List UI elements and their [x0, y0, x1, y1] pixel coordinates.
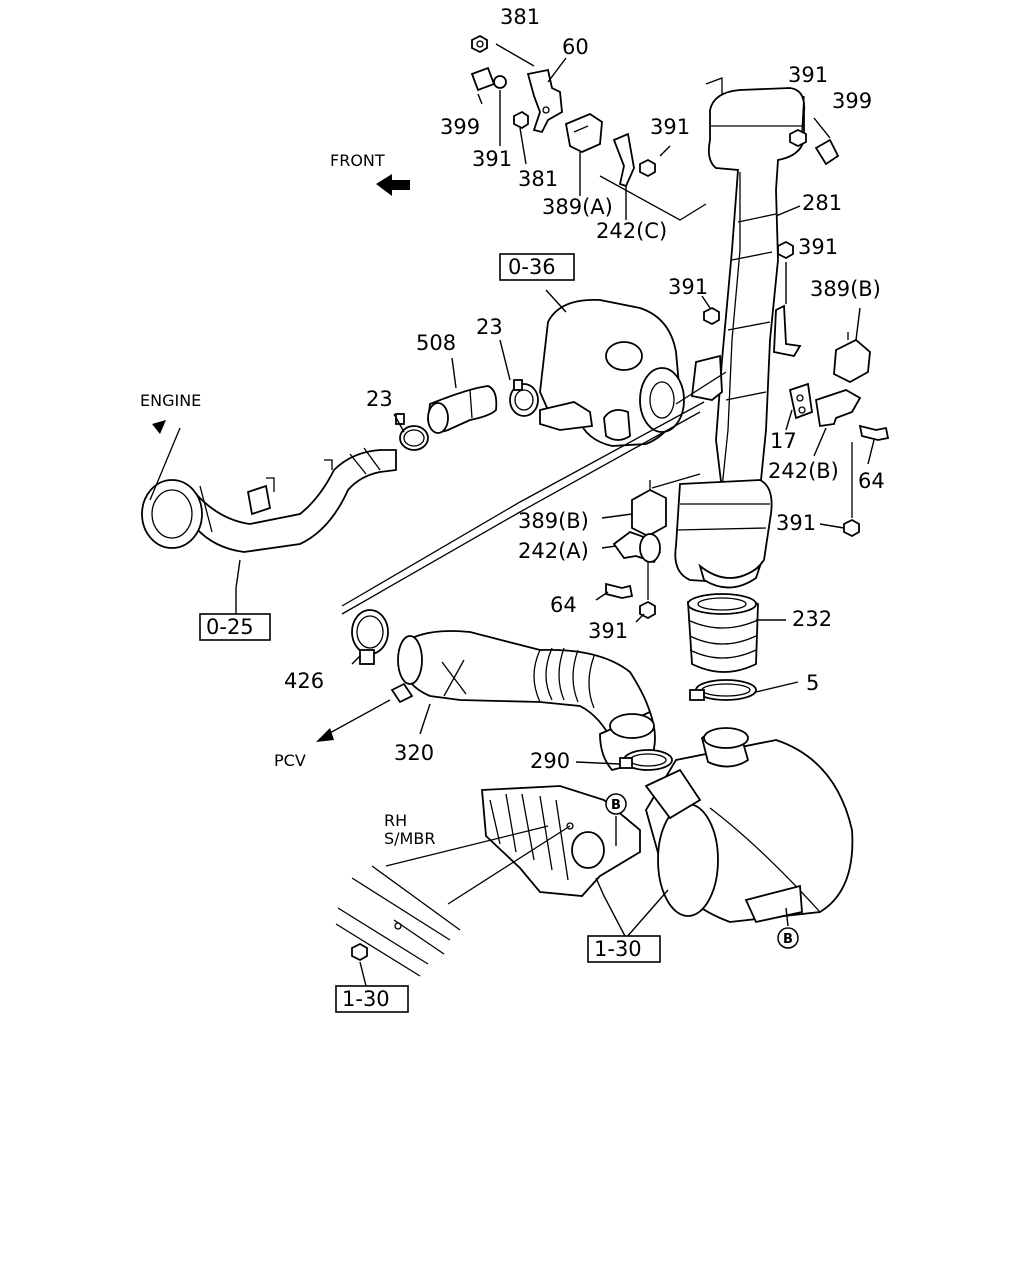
callout-242a: 242(A)	[518, 539, 589, 563]
air-cleaner	[644, 727, 854, 924]
pcv-label: PCV	[274, 751, 306, 770]
callout-242c: 242(C)	[596, 219, 667, 243]
clamp-290	[619, 749, 673, 771]
marker-b-bracket: B	[611, 798, 621, 813]
top-bracket-cluster	[470, 34, 656, 188]
callout-242b: 242(B)	[768, 459, 839, 483]
callout-320: 320	[394, 741, 434, 765]
engine-label: ENGINE	[140, 391, 201, 410]
callout-64-mid: 64	[550, 593, 577, 617]
callout-381-top: 381	[500, 5, 540, 29]
callout-391-right: 391	[788, 63, 828, 87]
reference-boxes: 0-36 0-25 1-30 1-30	[199, 253, 661, 1013]
leader-lines	[149, 43, 875, 987]
callout-17: 17	[770, 429, 797, 453]
callout-399-left: 399	[440, 115, 480, 139]
callout-391-lower-right: 391	[776, 511, 816, 535]
front-arrow	[376, 174, 410, 196]
bellows-232	[687, 593, 759, 673]
callout-389b-top: 389(B)	[810, 277, 881, 301]
callout-389b-mid: 389(B)	[518, 509, 589, 533]
turbocharger	[539, 299, 727, 447]
callout-508: 508	[416, 331, 456, 355]
callout-391-mid-low: 391	[588, 619, 628, 643]
ref-0-25: 0-25	[206, 615, 254, 639]
clamp-5	[689, 679, 757, 701]
ref-0-36: 0-36	[508, 255, 556, 279]
callout-64-right: 64	[858, 469, 885, 493]
callout-391-left: 391	[472, 147, 512, 171]
mid-mount-hardware	[605, 480, 667, 620]
callout-391-snorkel: 391	[798, 235, 838, 259]
upper-right-hardware	[691, 128, 890, 538]
callout-290: 290	[530, 749, 570, 773]
callout-391-duct: 391	[668, 275, 708, 299]
marker-b-cleaner: B	[783, 932, 793, 947]
ref-1-30-frame: 1-30	[342, 987, 390, 1011]
callout-426: 426	[284, 669, 324, 693]
front-label: FRONT	[330, 151, 385, 170]
snorkel-duct	[599, 77, 806, 589]
callout-232: 232	[792, 607, 832, 631]
hose-508-clamps-23	[395, 379, 539, 451]
callout-281: 281	[802, 191, 842, 215]
callout-399-right: 399	[832, 89, 872, 113]
clamp-426	[351, 609, 389, 665]
callout-389a: 389(A)	[542, 195, 613, 219]
callout-23-left: 23	[366, 387, 393, 411]
b-markers: B B	[605, 793, 799, 949]
engine-pipe	[141, 447, 397, 553]
notes: FRONT ENGINE PCV RH S/MBR	[140, 151, 435, 848]
callout-381-lower: 381	[518, 167, 558, 191]
cleaner-bracket	[481, 785, 641, 897]
frame-member	[335, 825, 571, 977]
callout-labels: 381 60 399 391 381 389(A) 391 242(C) 391…	[284, 5, 885, 773]
ref-1-30-bracket: 1-30	[594, 937, 642, 961]
callout-391-mid: 391	[650, 115, 690, 139]
duct-320	[390, 630, 656, 772]
smbr-label: S/MBR	[384, 829, 435, 848]
callout-5: 5	[806, 671, 819, 695]
callout-60: 60	[562, 35, 589, 59]
rh-label: RH	[384, 811, 407, 830]
callout-23-right: 23	[476, 315, 503, 339]
